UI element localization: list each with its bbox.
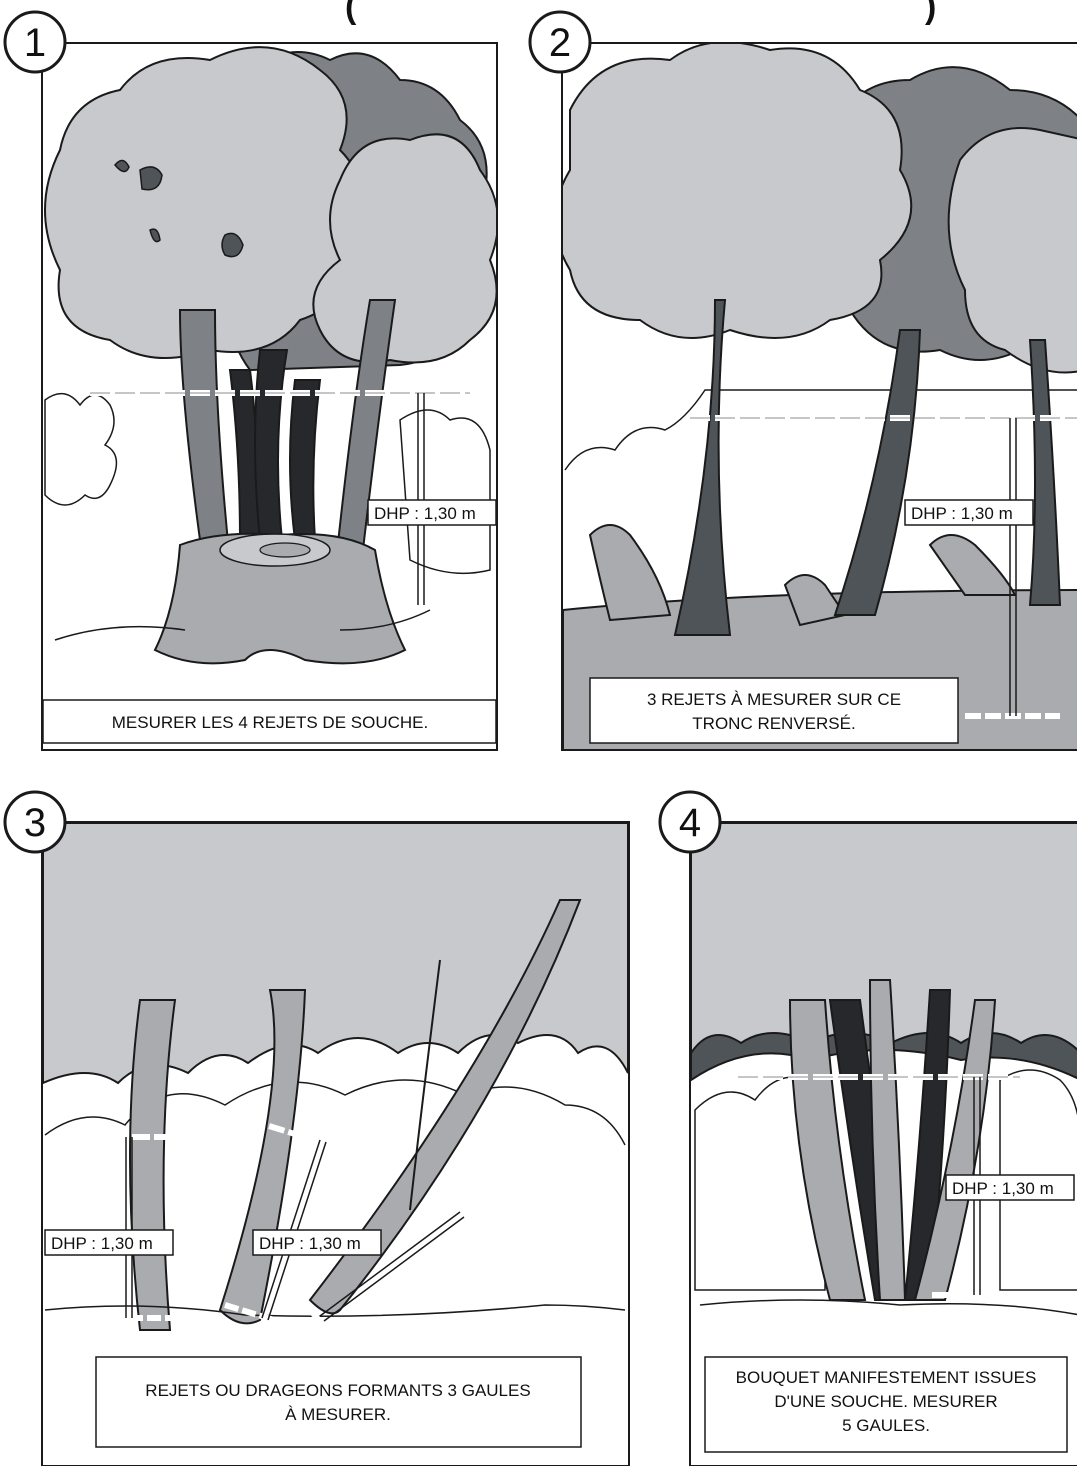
panel-2-caption-line-1: 3 REJETS À MESURER SUR CE <box>647 690 901 709</box>
panel-3-dhp-text-1: DHP : 1,30 m <box>51 1234 153 1253</box>
panel-3-dhp-label-1: DHP : 1,30 m <box>44 1229 174 1256</box>
header-paren-close: ) <box>925 0 936 26</box>
header-cropped-area <box>362 0 802 20</box>
header-fragment: ( ) <box>345 0 936 26</box>
panel-3-caption-line-2: À MESURER. <box>285 1405 391 1424</box>
panel-4-illustration <box>691 823 1077 1316</box>
panel-4-number-badge: 4 <box>658 790 722 854</box>
panel-4-dhp-text: DHP : 1,30 m <box>952 1179 1054 1198</box>
header-paren-open: ( <box>345 0 357 26</box>
panel-4-number: 4 <box>679 801 701 845</box>
panel-4-caption-line-2: D'UNE SOUCHE. MESURER <box>774 1392 997 1411</box>
panel-2-caption: 3 REJETS À MESURER SUR CE TRONC RENVERSÉ… <box>589 677 959 744</box>
panel-3-caption: REJETS OU DRAGEONS FORMANTS 3 GAULES À M… <box>95 1356 582 1448</box>
panel-1-dhp-text: DHP : 1,30 m <box>374 504 476 523</box>
panel-1-caption-line-1: MESURER LES 4 REJETS DE SOUCHE. <box>112 713 428 732</box>
panel-2: DHP : 1,30 m 3 REJETS À MESURER SUR CE T… <box>528 10 1077 751</box>
panel-4: DHP : 1,30 m BOUQUET MANIFESTEMENT ISSUE… <box>658 790 1077 1466</box>
panel-4-caption-line-3: 5 GAULES. <box>842 1416 930 1435</box>
panel-3-caption-line-1: REJETS OU DRAGEONS FORMANTS 3 GAULES <box>145 1381 530 1400</box>
panel-1-number: 1 <box>24 21 46 65</box>
panel-3-number: 3 <box>24 801 46 845</box>
panel-4-dhp-label: DHP : 1,30 m <box>945 1174 1075 1201</box>
panel-3-illustration <box>43 823 628 1342</box>
panel-4-caption: BOUQUET MANIFESTEMENT ISSUES D'UNE SOUCH… <box>704 1356 1068 1453</box>
panel-2-number-badge: 2 <box>528 10 592 74</box>
panel-2-number: 2 <box>549 21 571 65</box>
panel-3-dhp-text-2: DHP : 1,30 m <box>259 1234 361 1253</box>
panel-3-number-badge: 3 <box>3 790 67 854</box>
panel-3-dhp-label-2: DHP : 1,30 m <box>252 1229 382 1256</box>
panel-2-dhp-text: DHP : 1,30 m <box>911 504 1013 523</box>
panel-1-caption: MESURER LES 4 REJETS DE SOUCHE. <box>42 699 497 744</box>
panel-1-dhp-label: DHP : 1,30 m <box>367 499 497 526</box>
panel-4-caption-line-1: BOUQUET MANIFESTEMENT ISSUES <box>736 1368 1037 1387</box>
panel-3: DHP : 1,30 m DHP : 1,30 m REJETS OU DRAG… <box>3 790 630 1466</box>
panel-2-dhp-label: DHP : 1,30 m <box>904 499 1034 526</box>
panel-1: DHP : 1,30 m MESURER LES 4 REJETS DE SOU… <box>3 10 498 751</box>
panel-2-caption-line-2: TRONC RENVERSÉ. <box>692 714 855 733</box>
panel-1-number-badge: 1 <box>3 10 67 74</box>
panel-1-illustration <box>44 46 496 665</box>
